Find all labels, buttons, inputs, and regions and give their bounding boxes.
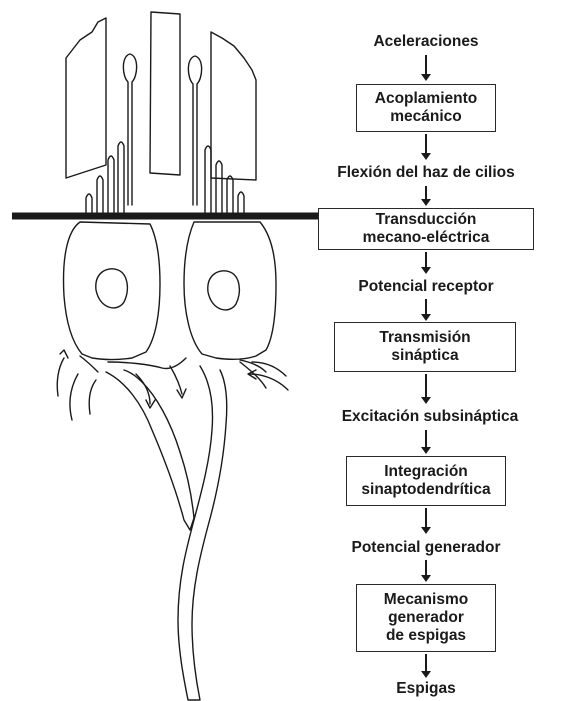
flow-arrows-right [170,362,288,398]
flow-arrows-left [57,350,155,420]
otolith-fragment-left [66,18,106,178]
kinocilium-left [123,54,136,205]
otolith-fragment-center [150,12,180,175]
hair-cell-right [184,222,276,359]
otolith-fragment-right [211,32,256,180]
hair-cell-left [64,222,160,360]
nerve-fiber-left [106,370,194,530]
kinocilium-right [188,56,201,205]
stereocilia-right [205,146,244,217]
stereocilia-left [86,142,124,217]
nerve-fiber-right [178,366,227,700]
